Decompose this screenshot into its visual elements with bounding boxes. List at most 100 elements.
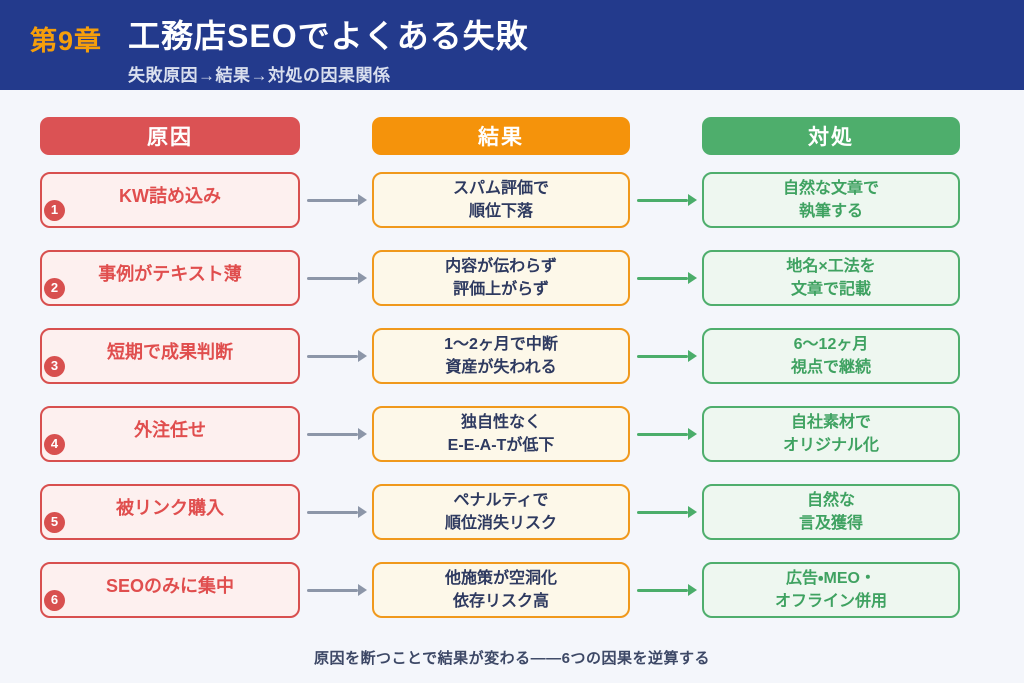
action-line: 文章で記載 — [790, 281, 871, 298]
page-title: 工務店SEOでよくある失敗 — [128, 18, 529, 54]
arrow-shaft — [637, 588, 688, 592]
cause-result-arrow — [300, 484, 372, 540]
result-action-arrow — [630, 328, 702, 384]
result-line: 独自性なく — [460, 413, 541, 431]
result-line: 順位消失リスク — [444, 515, 557, 532]
cause-label: 被リンク購入 — [116, 497, 224, 518]
column-headers: 原因 結果 対処 — [40, 117, 960, 155]
cause-box-1: KW詰め込み 1 — [40, 172, 300, 228]
arrow-shaft — [307, 276, 358, 280]
arrow-head-icon — [358, 272, 367, 284]
chapter-label: 第9章 — [30, 26, 103, 56]
result-box-4: 独自性なく E-E-A-Tが低下 — [372, 406, 630, 462]
action-box-3: 6〜12ヶ月 視点で継続 — [702, 328, 960, 384]
column-header-result: 結果 — [372, 117, 630, 155]
arrow-shaft — [637, 510, 688, 514]
action-line: オフライン併用 — [774, 593, 887, 610]
arrow-head-icon — [358, 428, 367, 440]
action-line: 言及獲得 — [798, 515, 863, 532]
arrow-shaft — [307, 432, 358, 436]
result-box-2: 内容が伝わらず 評価上がらず — [372, 250, 630, 306]
cause-label: 事例がテキスト薄 — [98, 263, 242, 284]
cause-result-arrow — [300, 250, 372, 306]
action-box-1: 自然な文章で 執筆する — [702, 172, 960, 228]
row-number-badge: 2 — [44, 278, 65, 299]
cause-label: 短期で成果判断 — [107, 341, 233, 362]
footer-note: 原因を断つことで結果が変わる——6つの因果を逆算する — [314, 650, 710, 667]
arrow-shaft — [307, 588, 358, 592]
arrow-head-icon — [688, 194, 697, 206]
result-action-arrow — [630, 484, 702, 540]
result-action-arrow — [630, 172, 702, 228]
row-number-badge: 6 — [44, 590, 65, 611]
arrow-head-icon — [358, 506, 367, 518]
action-line: 自然な — [806, 491, 855, 509]
cause-box-3: 短期で成果判断 3 — [40, 328, 300, 384]
arrow-head-icon — [358, 584, 367, 596]
cause-result-arrow — [300, 406, 372, 462]
arrow-head-icon — [688, 584, 697, 596]
action-box-4: 自社素材で オリジナル化 — [702, 406, 960, 462]
result-line: 評価上がらず — [453, 281, 549, 298]
spacer — [630, 117, 702, 155]
result-line: ペナルティで — [453, 491, 549, 509]
result-line: E-E-A-Tが低下 — [447, 437, 555, 454]
cause-label: SEOのみに集中 — [105, 575, 234, 596]
arrow-shaft — [637, 432, 688, 436]
cause-label: 外注任せ — [134, 419, 206, 440]
arrow-shaft — [637, 198, 688, 202]
arrow-shaft — [307, 510, 358, 514]
arrow-shaft — [307, 198, 358, 202]
action-line: 自然な文章で — [782, 179, 879, 197]
causal-rows: KW詰め込み 1 スパム評価で 順位下落 自然な文章で 執筆する 事例がテキスト… — [40, 172, 960, 618]
column-header-cause: 原因 — [40, 117, 300, 155]
result-action-arrow — [630, 562, 702, 618]
spacer — [300, 117, 372, 155]
cause-label: KW詰め込み — [119, 185, 221, 206]
action-line: 6〜12ヶ月 — [793, 335, 869, 353]
row-number-badge: 4 — [44, 434, 65, 455]
header-bar: 第9章 工務店SEOでよくある失敗 失敗原因→結果→対処の因果関係 — [0, 0, 1024, 90]
result-line: 1〜2ヶ月で中断 — [444, 335, 558, 353]
arrow-head-icon — [688, 428, 697, 440]
arrow-shaft — [637, 276, 688, 280]
result-box-1: スパム評価で 順位下落 — [372, 172, 630, 228]
row-number-badge: 5 — [44, 512, 65, 533]
result-line: 内容が伝わらず — [445, 257, 557, 275]
arrow-head-icon — [688, 506, 697, 518]
page-subtitle: 失敗原因→結果→対処の因果関係 — [128, 65, 391, 85]
result-line: スパム評価で — [452, 179, 549, 197]
action-line: 広告・MEO・ — [786, 569, 876, 587]
result-box-3: 1〜2ヶ月で中断 資産が失われる — [372, 328, 630, 384]
action-line: 地名×工法を — [786, 257, 876, 275]
arrow-shaft — [637, 354, 688, 358]
result-line: 資産が失われる — [445, 359, 557, 376]
arrow-head-icon — [688, 272, 697, 284]
result-line: 依存リスク高 — [452, 593, 549, 610]
cause-result-arrow — [300, 562, 372, 618]
cause-box-5: 被リンク購入 5 — [40, 484, 300, 540]
result-line: 他施策が空洞化 — [444, 569, 557, 587]
arrow-head-icon — [358, 350, 367, 362]
result-box-6: 他施策が空洞化 依存リスク高 — [372, 562, 630, 618]
cause-box-6: SEOのみに集中 6 — [40, 562, 300, 618]
title-block: 工務店SEOでよくある失敗 失敗原因→結果→対処の因果関係 — [128, 18, 529, 86]
cause-result-arrow — [300, 172, 372, 228]
column-header-action: 対処 — [702, 117, 960, 155]
action-line: 自社素材で — [790, 413, 871, 431]
arrow-shaft — [307, 354, 358, 358]
cause-result-arrow — [300, 328, 372, 384]
result-action-arrow — [630, 406, 702, 462]
action-box-6: 広告・MEO・ オフライン併用 — [702, 562, 960, 618]
action-box-2: 地名×工法を 文章で記載 — [702, 250, 960, 306]
result-action-arrow — [630, 250, 702, 306]
cause-box-4: 外注任せ 4 — [40, 406, 300, 462]
action-box-5: 自然な 言及獲得 — [702, 484, 960, 540]
row-number-badge: 3 — [44, 356, 65, 377]
action-line: 視点で継続 — [790, 359, 871, 376]
arrow-head-icon — [358, 194, 367, 206]
action-line: 執筆する — [798, 203, 863, 220]
result-box-5: ペナルティで 順位消失リスク — [372, 484, 630, 540]
cause-box-2: 事例がテキスト薄 2 — [40, 250, 300, 306]
